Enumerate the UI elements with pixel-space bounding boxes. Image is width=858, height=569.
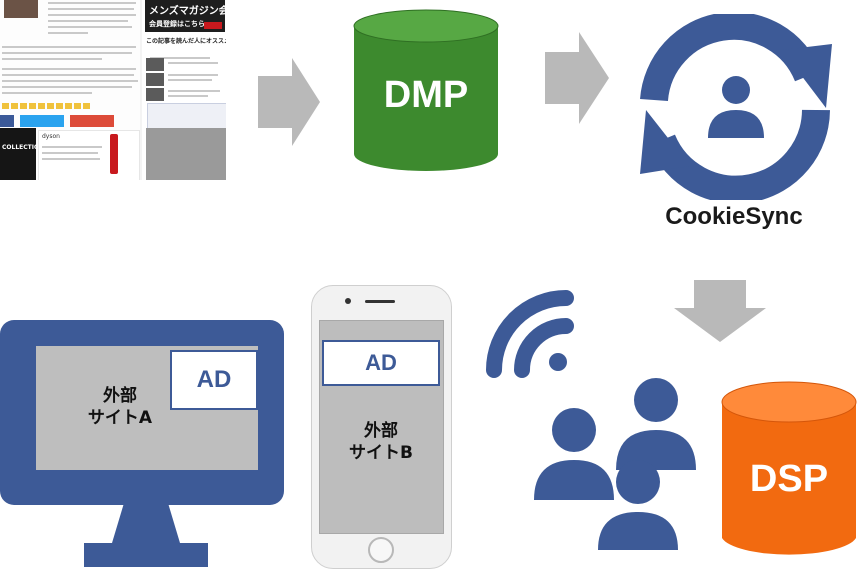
cookie-sync-label: CookieSync <box>665 203 803 230</box>
article-photo <box>4 0 38 18</box>
dmp-database-icon <box>353 9 499 171</box>
dsp-database-icon <box>721 381 857 555</box>
site-b-line2: サイトB <box>349 443 413 463</box>
arrow-right-icon <box>545 32 609 124</box>
site-b-label: 外部 サイトB <box>322 420 440 464</box>
arrow-right-icon <box>258 58 320 146</box>
phone-home-button <box>368 537 394 563</box>
phone-speaker <box>365 300 395 303</box>
site-a-line1: 外部 <box>103 386 137 406</box>
twitter-share <box>20 115 64 127</box>
recommend-heading: この記事を読んだ人にオススメ <box>146 38 226 45</box>
register-badge <box>204 22 222 29</box>
monitor-stand-icon <box>84 503 208 567</box>
dyson-brand: dyson <box>42 133 60 140</box>
vacuum-image <box>110 134 118 174</box>
ad-slot-site-b: AD <box>322 340 440 386</box>
sidebar-gray-area <box>146 128 226 180</box>
left-ad-banner: COLLECTION <box>0 128 44 180</box>
google-plus-share <box>70 115 114 127</box>
sidebar-ad <box>147 103 226 129</box>
site-b-line1: 外部 <box>364 421 398 441</box>
facebook-share <box>0 115 14 127</box>
site-a-label: 外部 サイトA <box>60 385 180 429</box>
members-banner: メンズマガジン会員 会員登録はこちら <box>145 0 225 32</box>
dyson-ad <box>38 130 140 180</box>
ad-slot-site-a: AD <box>170 350 258 410</box>
wireless-signal-icon <box>486 290 574 378</box>
recommend-thumb <box>146 73 164 86</box>
phone-camera <box>345 298 351 304</box>
dmp-label: DMP <box>383 74 469 116</box>
website-screenshot: メンズマガジン会員 会員登録はこちら この記事を読んだ人にオススメ COLLEC… <box>0 0 226 180</box>
recommend-thumb <box>146 58 164 71</box>
dsp-label: DSP <box>749 458 829 500</box>
recommend-thumb <box>146 88 164 101</box>
arrow-down-icon <box>674 280 766 342</box>
site-a-line2: サイトA <box>87 408 153 428</box>
cookie-sync-icon <box>640 14 832 200</box>
users-group-icon <box>534 378 696 550</box>
